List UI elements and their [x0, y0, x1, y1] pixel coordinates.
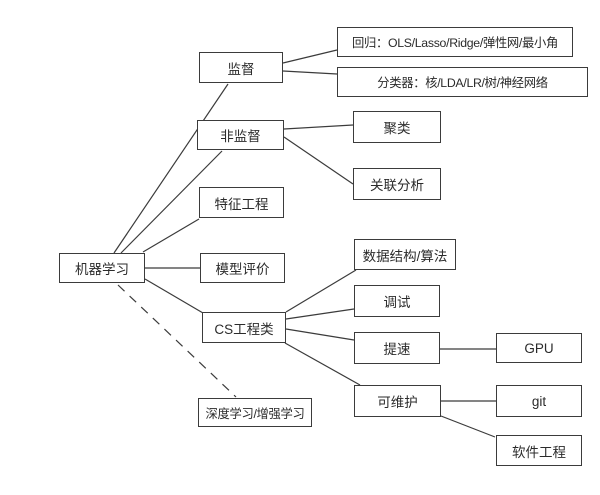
edge-ml-cs-engineering [144, 278, 204, 314]
edge-supervised-regression [282, 49, 338, 64]
node-speedup: 提速 [354, 332, 440, 364]
edge-maintainability-software-engineering [440, 415, 496, 438]
node-model-evaluation: 模型评价 [200, 253, 285, 283]
edge-cs-debugging [285, 308, 355, 320]
node-data-structures-algorithms: 数据结构/算法 [354, 239, 456, 270]
edge-cs-maintainability [284, 342, 361, 386]
edge-unsupervised-association [283, 136, 354, 185]
node-deep-reinforcement-learning: 深度学习/增强学习 [198, 398, 312, 427]
node-gpu: GPU [496, 333, 582, 363]
node-classifiers: 分类器：核/LDA/LR/树/神经网络 [337, 67, 588, 97]
edge-supervised-classifiers [282, 70, 338, 75]
node-software-engineering: 软件工程 [496, 435, 582, 466]
node-feature-engineering: 特征工程 [199, 187, 284, 218]
node-maintainability: 可维护 [354, 385, 441, 417]
node-machine-learning: 机器学习 [59, 253, 145, 283]
node-debugging: 调试 [354, 285, 440, 317]
edge-cs-speedup [285, 328, 355, 341]
node-regression: 回归：OLS/Lasso/Ridge/弹性网/最小角 [337, 27, 573, 57]
edge-ml-deep-reinforcement [117, 284, 237, 398]
edge-unsupervised-clustering [283, 124, 354, 130]
edge-ml-supervised [113, 83, 229, 254]
node-association-analysis: 关联分析 [353, 168, 441, 200]
node-git: git [496, 385, 582, 417]
edge-cs-data-structures [285, 269, 357, 313]
node-clustering: 聚类 [353, 111, 441, 143]
node-cs-engineering: CS工程类 [202, 312, 286, 343]
edge-ml-unsupervised [120, 150, 223, 254]
edge-ml-feature-engineering [142, 218, 200, 253]
node-supervised: 监督 [199, 52, 283, 83]
node-unsupervised: 非监督 [197, 120, 284, 150]
